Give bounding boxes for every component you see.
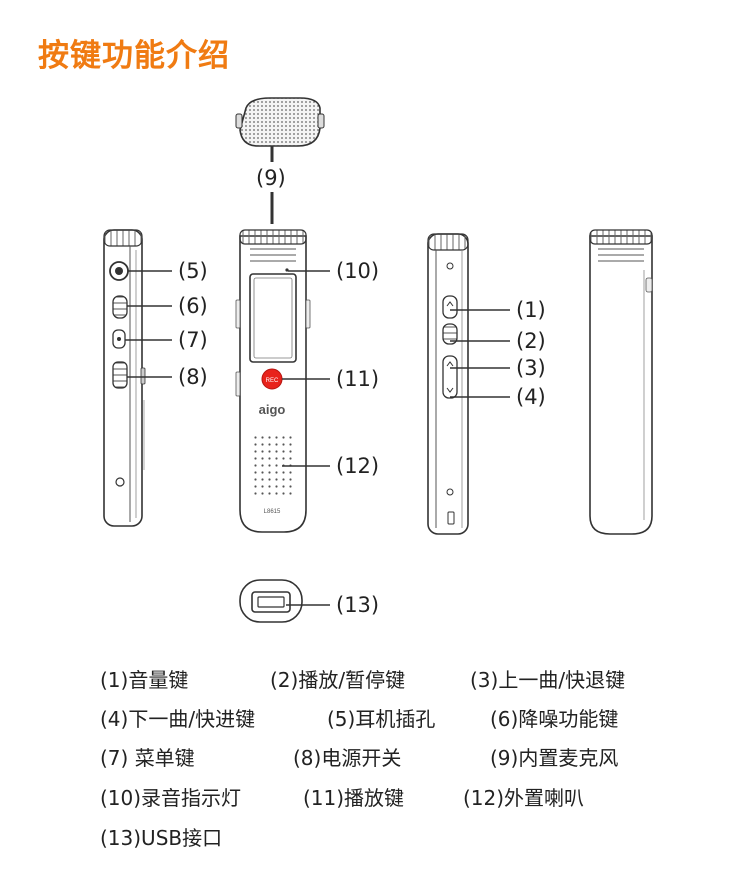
callout-label-8: (8) (178, 365, 208, 389)
rec-button-label: REC (266, 378, 279, 384)
callout-label-10: (10) (336, 259, 380, 283)
legend-item-9: (9)内置麦克风 (490, 746, 619, 770)
callout-label-1: (1) (516, 298, 546, 322)
device-front-view (235, 229, 311, 533)
callout-label-7: (7) (178, 328, 208, 352)
callout-label-4: (4) (516, 385, 546, 409)
callout-label-2: (2) (516, 329, 546, 353)
callout-label-5: (5) (178, 259, 208, 283)
callout-label-9: (9) (256, 166, 286, 190)
legend-item-5: (5)耳机插孔 (327, 707, 436, 731)
device-back-view (589, 229, 653, 535)
callout-label-13: (13) (336, 593, 380, 617)
callout-label-11: (11) (336, 367, 380, 391)
legend-item-10: (10)录音指示灯 (100, 786, 242, 810)
callout-label-12: (12) (336, 454, 380, 478)
page-title: 按键功能介绍 (38, 38, 230, 74)
legend-item-4: (4)下一曲/快进键 (100, 707, 256, 731)
device-left-side-view (103, 229, 146, 527)
device-right-side-view (427, 233, 469, 535)
callout-label-6: (6) (178, 294, 208, 318)
legend-item-8: (8)电源开关 (293, 746, 402, 770)
legend-item-2: (2)播放/暂停键 (270, 668, 406, 692)
legend-item-13: (13)USB接口 (100, 826, 223, 850)
legend-item-12: (12)外置喇叭 (463, 786, 585, 810)
legend-item-3: (3)上一曲/快退键 (470, 668, 626, 692)
callout-label-3: (3) (516, 356, 546, 380)
legend-item-11: (11)播放键 (303, 786, 405, 810)
model-label: L8615 (264, 509, 281, 515)
legend-item-1: (1)音量键 (100, 668, 189, 692)
brand-logo: aigo (259, 402, 286, 417)
legend-item-7: (7) 菜单键 (100, 746, 195, 770)
microphone-drawing (235, 97, 325, 147)
device-bottom-view (239, 579, 303, 623)
legend-item-6: (6)降噪功能键 (490, 707, 619, 731)
